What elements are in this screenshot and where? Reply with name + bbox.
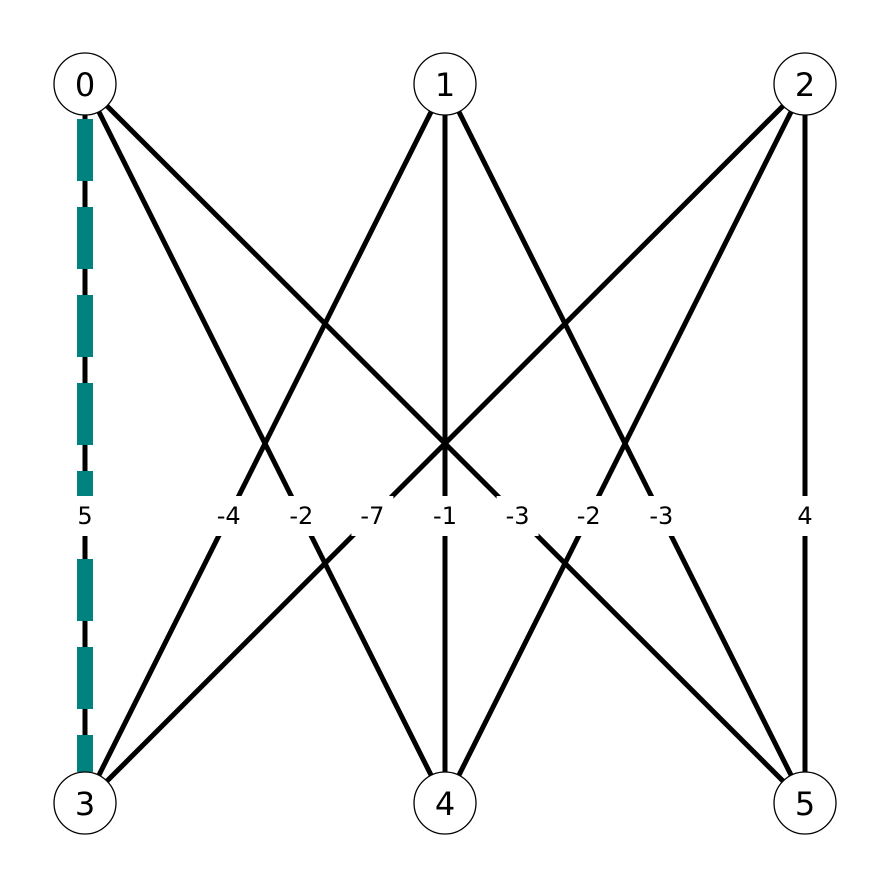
edge-0-5 [83,82,807,805]
edge-weight-text: -1 [433,502,457,530]
edge-weight-background [280,496,323,536]
edge-weight-background [791,496,819,536]
edge-weight-text: -2 [289,502,313,530]
node-label: 0 [75,66,95,104]
edge-weight-text: 5 [77,502,92,530]
edge-weight-1-3: -4 [207,496,250,536]
edge-weight-background [640,496,683,536]
node-circle [53,52,117,116]
node-label: 2 [795,66,815,104]
nodes-layer: 0 1 2 3 4 5 [53,52,837,835]
edge-weight-text: 4 [797,502,812,530]
weight-labels-layer: 5 -4 -2 -7 -1 -3 -2 -3 4 [71,496,819,536]
edge-weight-0-4: -2 [280,496,323,536]
edge-weight-background [351,496,394,536]
edge-weight-text: -7 [360,502,384,530]
edge-line [82,82,448,805]
edge-line [83,82,807,805]
edge-weight-1-4: -1 [424,496,466,536]
node-4: 4 [413,771,477,835]
edge-weight-background [207,496,250,536]
node-circle [413,52,477,116]
node-1: 1 [413,52,477,116]
edge-weight-2-5: 4 [791,496,819,536]
edge-weight-background [424,496,466,536]
edge-weight-text: -3 [506,502,530,530]
edge-weight-text: -3 [649,502,673,530]
edge-weight-background [496,496,539,536]
edge-1-5 [442,82,808,805]
node-3: 3 [53,771,117,835]
node-label: 3 [75,785,95,823]
node-0: 0 [53,52,117,116]
node-2: 2 [773,52,837,116]
node-label: 1 [435,66,455,104]
edge-weight-0-5: -3 [496,496,539,536]
edge-weight-1-5: -3 [640,496,683,536]
node-label: 4 [435,785,455,823]
edge-weight-background [71,496,99,536]
edge-weight-text: -2 [577,502,601,530]
edge-weight-0-3: 5 [71,496,99,536]
edges-layer [77,82,808,805]
node-5: 5 [773,771,837,835]
edge-0-4 [82,82,448,805]
node-label: 5 [795,785,815,823]
edge-weight-2-4: -2 [567,496,610,536]
edge-weight-2-3: -7 [351,496,394,536]
node-circle [773,52,837,116]
edge-weight-text: -4 [217,502,241,530]
node-circle [773,771,837,835]
node-circle [413,771,477,835]
edge-weight-background [567,496,610,536]
edge-line [442,82,808,805]
node-circle [53,771,117,835]
